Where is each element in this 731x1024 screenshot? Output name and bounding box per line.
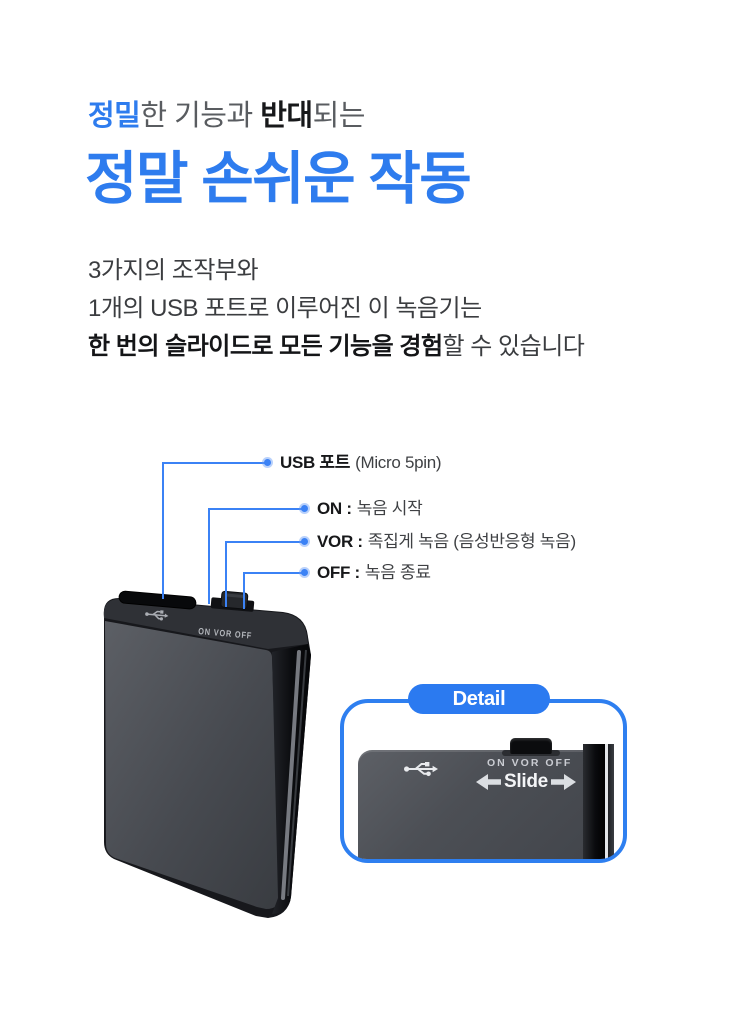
callout-label-vor: VOR :족집게 녹음 (음성반응형 녹음) bbox=[317, 531, 576, 553]
device-slide-switch bbox=[210, 590, 255, 612]
device-side-shade bbox=[287, 649, 307, 897]
body-copy: 3가지의 조작부와 1개의 USB 포트로 이루어진 이 녹음기는 한 번의 슬… bbox=[88, 252, 585, 366]
body-line-3-rest: 할 수 있습니다 bbox=[442, 333, 585, 360]
page-title: 정말 손쉬운 작동 bbox=[85, 147, 472, 211]
callout-line-on-horizontal bbox=[208, 508, 305, 510]
callout-dot-vor bbox=[301, 538, 308, 545]
detail-device-side-shade bbox=[608, 744, 614, 859]
callout-vor-name: VOR : bbox=[317, 532, 363, 551]
device-side-highlight bbox=[281, 650, 301, 900]
detail-slide-switch bbox=[510, 738, 552, 754]
body-line-3: 한 번의 슬라이드로 모든 기능을 경험할 수 있습니다 bbox=[88, 328, 585, 366]
callout-vor-desc: 족집게 녹음 (음성반응형 녹음) bbox=[367, 532, 576, 551]
callout-off-desc: 녹음 종료 bbox=[364, 563, 431, 582]
detail-device-side-highlight bbox=[605, 744, 608, 859]
headline-accent-word: 정밀 bbox=[88, 100, 141, 132]
headline-gray-1: 한 기능과 bbox=[140, 100, 261, 132]
detail-device-surface bbox=[358, 750, 583, 859]
device-top-edge bbox=[103, 598, 308, 649]
headline-bold-word: 반대 bbox=[260, 100, 313, 132]
callout-line-off-vertical bbox=[243, 572, 245, 609]
callout-label-on: ON :녹음 시작 bbox=[317, 498, 423, 520]
callout-off-name: OFF : bbox=[317, 563, 360, 582]
callout-usb-name: USB 포트 bbox=[280, 453, 351, 472]
callout-line-off-horizontal bbox=[243, 572, 305, 574]
detail-badge: Detail bbox=[408, 684, 550, 714]
callout-line-vor-horizontal bbox=[225, 541, 305, 543]
callout-on-name: ON : bbox=[317, 499, 352, 518]
detail-slide-indicator: Slide bbox=[476, 771, 576, 793]
device-switch-labels: ON VOR OFF bbox=[198, 626, 253, 641]
slide-left-arrow-icon bbox=[476, 774, 501, 790]
headline-gray-2: 되는 bbox=[312, 100, 366, 132]
device-front-face bbox=[105, 621, 281, 909]
callout-label-off: OFF :녹음 종료 bbox=[317, 562, 431, 584]
callout-line-vor-vertical bbox=[225, 541, 227, 607]
detail-switch-labels: ON VOR OFF bbox=[487, 757, 573, 769]
callout-line-usb-vertical bbox=[162, 462, 164, 599]
slide-right-arrow-icon bbox=[550, 774, 576, 790]
callout-line-usb-horizontal bbox=[162, 462, 268, 464]
callout-dot-off bbox=[301, 569, 308, 576]
callout-usb-desc: (Micro 5pin) bbox=[355, 453, 442, 472]
callout-on-desc: 녹음 시작 bbox=[356, 499, 423, 518]
detail-panel-clip: ON VOR OFF Slide bbox=[344, 703, 623, 859]
device-usb-port bbox=[118, 590, 197, 610]
usb-icon bbox=[145, 610, 169, 621]
callout-line-on-vertical bbox=[208, 508, 210, 604]
detail-panel: ON VOR OFF Slide bbox=[340, 699, 627, 863]
body-line-3-bold: 한 번의 슬라이드로 모든 기능을 경험 bbox=[88, 333, 443, 360]
callout-dot-on bbox=[301, 505, 308, 512]
body-line-1: 3가지의 조작부와 bbox=[88, 257, 259, 284]
detail-usb-icon bbox=[404, 762, 438, 777]
detail-slide-label: Slide bbox=[504, 771, 548, 792]
detail-device-side-edge bbox=[583, 744, 605, 859]
body-line-2: 1개의 USB 포트로 이루어진 이 녹음기는 bbox=[88, 295, 482, 322]
callout-label-usb: USB 포트(Micro 5pin) bbox=[280, 452, 442, 474]
callout-dot-usb bbox=[264, 459, 271, 466]
headline: 정밀한 기능과 반대되는 bbox=[88, 96, 365, 136]
